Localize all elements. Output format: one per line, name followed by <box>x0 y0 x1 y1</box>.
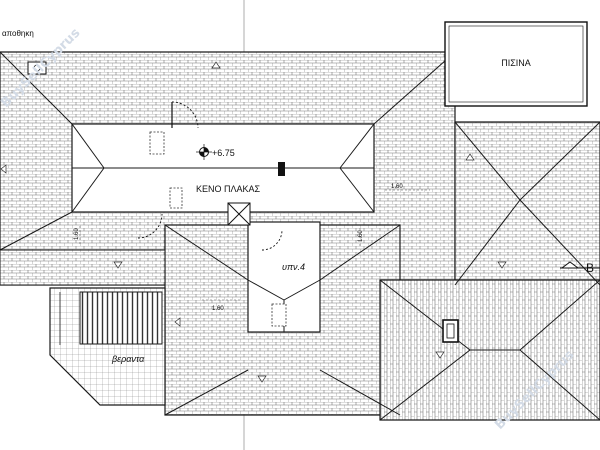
dim-bottom: 1.60 <box>212 306 224 312</box>
void-box <box>227 202 251 226</box>
label-pool: ΠΙΣΙΝΑ <box>501 58 531 68</box>
label-bedroom: υπν.4 <box>282 262 305 272</box>
pool-inner <box>448 25 584 103</box>
hip-lines <box>0 51 600 421</box>
dim-left: 1.60 <box>74 228 80 240</box>
storage-symbol-dot <box>33 64 41 72</box>
veranda-area <box>49 287 166 406</box>
storage-symbol <box>27 61 47 75</box>
vents <box>149 131 287 327</box>
label-veranda: βεραντα <box>111 354 145 364</box>
dim-right: 1.60 <box>391 184 403 190</box>
elevation-marker <box>196 144 212 160</box>
skylight-inner <box>446 323 455 339</box>
chimney <box>278 162 285 176</box>
dimension-ticks <box>79 189 430 301</box>
slope-arrows <box>0 61 507 383</box>
door-swings <box>137 101 283 251</box>
dim-mid: 1.60 <box>358 230 364 242</box>
section-arrow <box>560 261 600 269</box>
label-elevation: +6.75 <box>212 148 235 158</box>
label-void: ΚΕΝΟ ΠΛΑΚΑΣ <box>196 184 261 194</box>
label-top-left: αποθηκη <box>2 29 34 38</box>
label-section: B <box>586 261 594 275</box>
